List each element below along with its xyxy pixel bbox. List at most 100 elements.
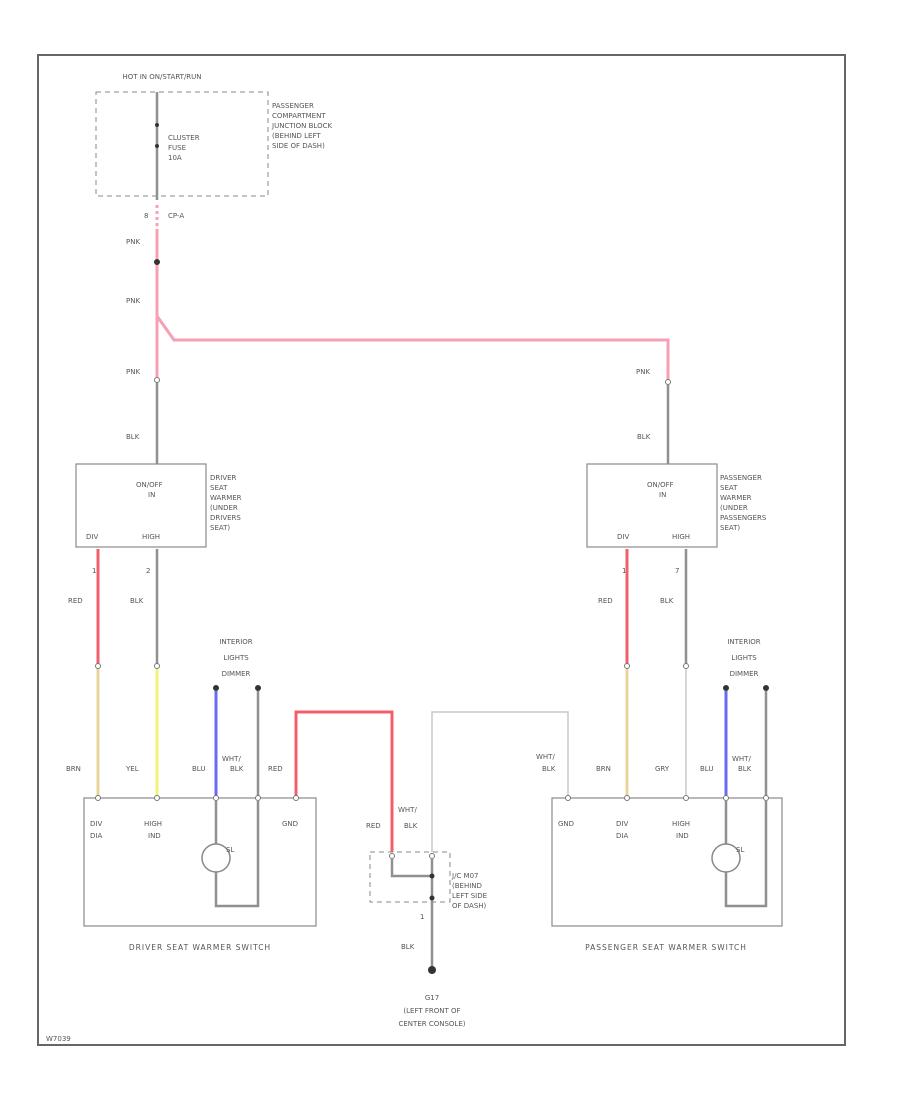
driver-heater-num-1: 1 <box>92 567 96 575</box>
driver-heater-name-1: DRIVER <box>210 474 237 482</box>
pass-dimmer-2: LIGHTS <box>731 654 757 662</box>
driver-heater-in: IN <box>148 491 155 499</box>
pass-dimmer-term-1 <box>723 685 729 691</box>
passenger-seat-warmer-box <box>586 463 718 548</box>
fuse-label-3: 10A <box>168 154 182 162</box>
jc-bus <box>390 858 432 878</box>
pass-switch-lamp: SL <box>736 846 744 854</box>
driver-switch-t1b: DIA <box>90 832 102 840</box>
wire-label-blk-5: BLK <box>404 822 418 830</box>
jc-label-3: LEFT SIDE <box>452 892 487 900</box>
wire-red-driver-gnd <box>294 710 394 852</box>
pass-dimmer-1: INTERIOR <box>727 638 760 646</box>
fuse-terminal-bottom <box>155 144 159 148</box>
driver-dimmer-3: DIMMER <box>222 670 251 678</box>
pass-switch-t3b: IND <box>676 832 689 840</box>
driver-switch-t2b: IND <box>148 832 161 840</box>
splice-dot <box>154 259 160 265</box>
wire-label-red-2: RED <box>268 765 283 773</box>
wire-label-blk-2: BLK <box>637 433 651 441</box>
wire-label-blu-1: BLU <box>192 765 205 773</box>
connector-pin: 8 <box>144 212 148 220</box>
pin-pass-feed <box>665 379 671 385</box>
pass-heater-on: ON/OFF <box>647 481 674 489</box>
driver-heater-name-4: (UNDER <box>210 504 238 512</box>
wire-label-blk-8: BLK <box>738 765 752 773</box>
wire-label-whtblk-3: WHT/ <box>536 753 555 761</box>
ground-line-3: CENTER CONSOLE) <box>399 1020 466 1028</box>
driver-switch-pin-3 <box>213 795 219 801</box>
wire-label-pnk-1: PNK <box>126 238 140 246</box>
driver-heater-num-2: 2 <box>146 567 150 575</box>
jb-label-3: JUNCTION BLOCK <box>271 122 332 130</box>
wire-label-pnk-4: PNK <box>636 368 650 376</box>
jb-label-5: SIDE OF DASH) <box>272 142 325 150</box>
driver-switch-pin-2 <box>154 795 160 801</box>
wire-label-blk-3: BLK <box>130 597 144 605</box>
driver-switch-lamp: SL <box>226 846 234 854</box>
pin-pass-blk <box>683 663 689 669</box>
fuse-label-2: FUSE <box>168 144 186 152</box>
wire-label-gry: GRY <box>655 765 670 773</box>
driver-heater-pin-hi: HIGH <box>142 533 160 541</box>
pass-heater-name-6: SEAT) <box>720 524 740 532</box>
driver-switch-lamp-icon <box>201 843 231 873</box>
pass-heater-num-2: 7 <box>675 567 679 575</box>
junction-block-outline <box>95 91 269 197</box>
wire-label-pnk-3: PNK <box>126 368 140 376</box>
pass-heater-pin-lo: DIV <box>617 533 629 541</box>
ground-icon <box>428 966 436 974</box>
wire-label-yel: YEL <box>125 765 139 773</box>
jc-outline <box>369 851 451 903</box>
driver-dimmer-2: LIGHTS <box>223 654 249 662</box>
pass-switch-lamp-icon <box>711 843 741 873</box>
wire-label-whtblk-1: WHT/ <box>222 755 241 763</box>
wire-label-blk-1: BLK <box>126 433 140 441</box>
wire-label-blk-9: BLK <box>401 943 415 951</box>
driver-dimmer-term-1 <box>213 685 219 691</box>
pin-driver-feed <box>154 377 160 383</box>
connector-name: CP-A <box>168 212 184 220</box>
pass-switch-pin-2 <box>624 795 630 801</box>
pass-switch-pin-1 <box>565 795 571 801</box>
wire-label-whtblk-2: WHT/ <box>398 806 417 814</box>
jc-pin-num: 1 <box>420 913 424 921</box>
driver-switch-t1a: DIV <box>90 820 102 828</box>
wire-label-pnk-2: PNK <box>126 297 140 305</box>
jb-label-4: (BEHIND LEFT <box>272 132 321 140</box>
driver-dimmer-term-2 <box>255 685 261 691</box>
wire-label-red-1: RED <box>68 597 83 605</box>
pass-dimmer-3: DIMMER <box>730 670 759 678</box>
feed-wire-to-passenger <box>155 315 670 382</box>
pass-switch-t3a: HIGH <box>672 820 690 828</box>
wire-label-blu-2: BLU <box>700 765 713 773</box>
pass-switch-t2b: DIA <box>616 832 628 840</box>
wire-label-blk-6: BLK <box>542 765 556 773</box>
driver-heater-pin-lo: DIV <box>86 533 98 541</box>
jc-pin-right <box>429 853 435 859</box>
pass-heater-name-5: PASSENGERS <box>720 514 767 522</box>
pass-dimmer-term-2 <box>763 685 769 691</box>
fuse-terminal-top <box>155 123 159 127</box>
pass-heater-name-1: PASSENGER <box>720 474 762 482</box>
ground-line-2: (LEFT FRONT OF <box>403 1007 460 1015</box>
jc-splice <box>429 873 435 879</box>
pass-heater-name-3: WARMER <box>720 494 752 502</box>
driver-heater-name-5: DRIVERS <box>210 514 241 522</box>
driver-switch-caption: DRIVER SEAT WARMER SWITCH <box>129 943 271 952</box>
wire-wht-pass-gnd <box>431 711 569 852</box>
pass-heater-pin-hi: HIGH <box>672 533 690 541</box>
jc-label-1: J/C M07 <box>451 872 478 880</box>
driver-heater-name-6: SEAT) <box>210 524 230 532</box>
driver-switch-pin-1 <box>95 795 101 801</box>
wire-label-whtblk-4: WHT/ <box>732 755 751 763</box>
pass-switch-pin-5 <box>763 795 769 801</box>
jb-label-2: COMPARTMENT <box>272 112 326 120</box>
pass-heater-in: IN <box>659 491 666 499</box>
pass-switch-pin-4 <box>723 795 729 801</box>
pass-switch-pin-3 <box>683 795 689 801</box>
hot-label: HOT IN ON/START/RUN <box>122 73 201 81</box>
pass-heater-name-2: SEAT <box>720 484 738 492</box>
driver-switch-t3: GND <box>282 820 298 828</box>
